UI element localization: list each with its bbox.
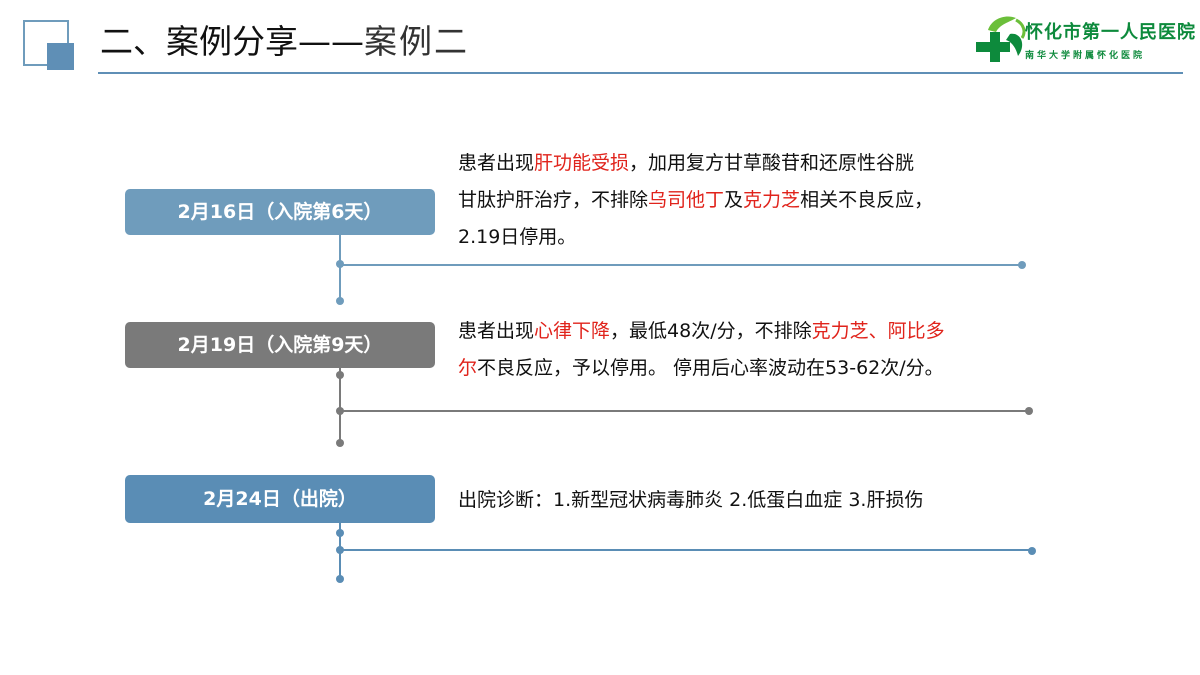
body-text: 患者出现: [458, 320, 535, 342]
timeline-bottom-dot: [336, 575, 344, 583]
highlight-text: 尔: [458, 357, 478, 379]
hospital-name: 怀化市第一人民医院: [1025, 22, 1196, 43]
timeline-end-dot: [1028, 547, 1036, 555]
body-text: ，加用复方甘草酸苷和还原性谷胱: [629, 152, 915, 174]
text-line: 出院诊断：1.新型冠状病毒肺炎 2.低蛋白血症 3.肝损伤: [458, 482, 923, 519]
title-sub: 案例二: [364, 22, 469, 61]
timeline-connector-1: [339, 235, 341, 301]
highlight-text: 克力芝: [743, 189, 801, 211]
corner-decoration-block: [47, 43, 74, 70]
timeline-rule-2: [339, 410, 1029, 412]
hospital-subtitle: 南华大学附属怀化医院: [1025, 51, 1146, 61]
text-line: 患者出现心律下降，最低48次/分，不排除克力芝、阿比多: [458, 313, 945, 350]
body-text: 甘肽护肝治疗，不排除: [458, 189, 649, 211]
timeline-node-dot: [336, 260, 344, 268]
timeline-date-3: 2月24日（出院）: [125, 475, 435, 523]
highlight-text: 乌司他丁: [648, 189, 725, 211]
body-text: 相关不良反应，: [800, 189, 934, 211]
timeline-rule-1: [339, 264, 1021, 266]
timeline-top-dot: [336, 371, 344, 379]
timeline-text-1: 患者出现肝功能受损，加用复方甘草酸苷和还原性谷胱甘肽护肝治疗，不排除乌司他丁及克…: [458, 145, 933, 256]
timeline-end-dot: [1018, 261, 1026, 269]
text-line: 患者出现肝功能受损，加用复方甘草酸苷和还原性谷胱: [458, 145, 933, 182]
body-text: 不良反应，予以停用。 停用后心率波动在53-62次/分。: [477, 357, 944, 379]
timeline-end-dot: [1025, 407, 1033, 415]
hospital-logo-icon: [976, 16, 1026, 62]
body-text: 患者出现: [458, 152, 535, 174]
timeline-rule-3: [339, 549, 1033, 551]
timeline-bottom-dot: [336, 297, 344, 305]
page-title: 二、案例分享——案例二: [100, 18, 469, 66]
text-line: 尔不良反应，予以停用。 停用后心率波动在53-62次/分。: [458, 350, 945, 387]
timeline-text-2: 患者出现心律下降，最低48次/分，不排除克力芝、阿比多尔不良反应，予以停用。 停…: [458, 313, 945, 387]
timeline-text-3: 出院诊断：1.新型冠状病毒肺炎 2.低蛋白血症 3.肝损伤: [458, 482, 923, 519]
body-text: 2.19日停用。: [458, 226, 577, 248]
body-text: ，最低48次/分，不排除: [610, 320, 812, 342]
body-text: 出院诊断：1.新型冠状病毒肺炎 2.低蛋白血症 3.肝损伤: [458, 489, 924, 511]
timeline-node-dot: [336, 407, 344, 415]
timeline-top-dot: [336, 529, 344, 537]
timeline-bottom-dot: [336, 439, 344, 447]
timeline-connector-2: [339, 368, 341, 443]
highlight-text: 肝功能受损: [534, 152, 630, 174]
timeline-date-1: 2月16日（入院第6天）: [125, 189, 435, 235]
text-line: 甘肽护肝治疗，不排除乌司他丁及克力芝相关不良反应，: [458, 182, 933, 219]
highlight-text: 心律下降: [534, 320, 611, 342]
title-main: 二、案例分享——: [100, 22, 364, 61]
body-text: 及: [724, 189, 744, 211]
title-underline: [98, 72, 1183, 74]
text-line: 2.19日停用。: [458, 219, 933, 256]
timeline-node-dot: [336, 546, 344, 554]
highlight-text: 克力芝、阿比多: [811, 320, 945, 342]
timeline-date-2: 2月19日（入院第9天）: [125, 322, 435, 368]
